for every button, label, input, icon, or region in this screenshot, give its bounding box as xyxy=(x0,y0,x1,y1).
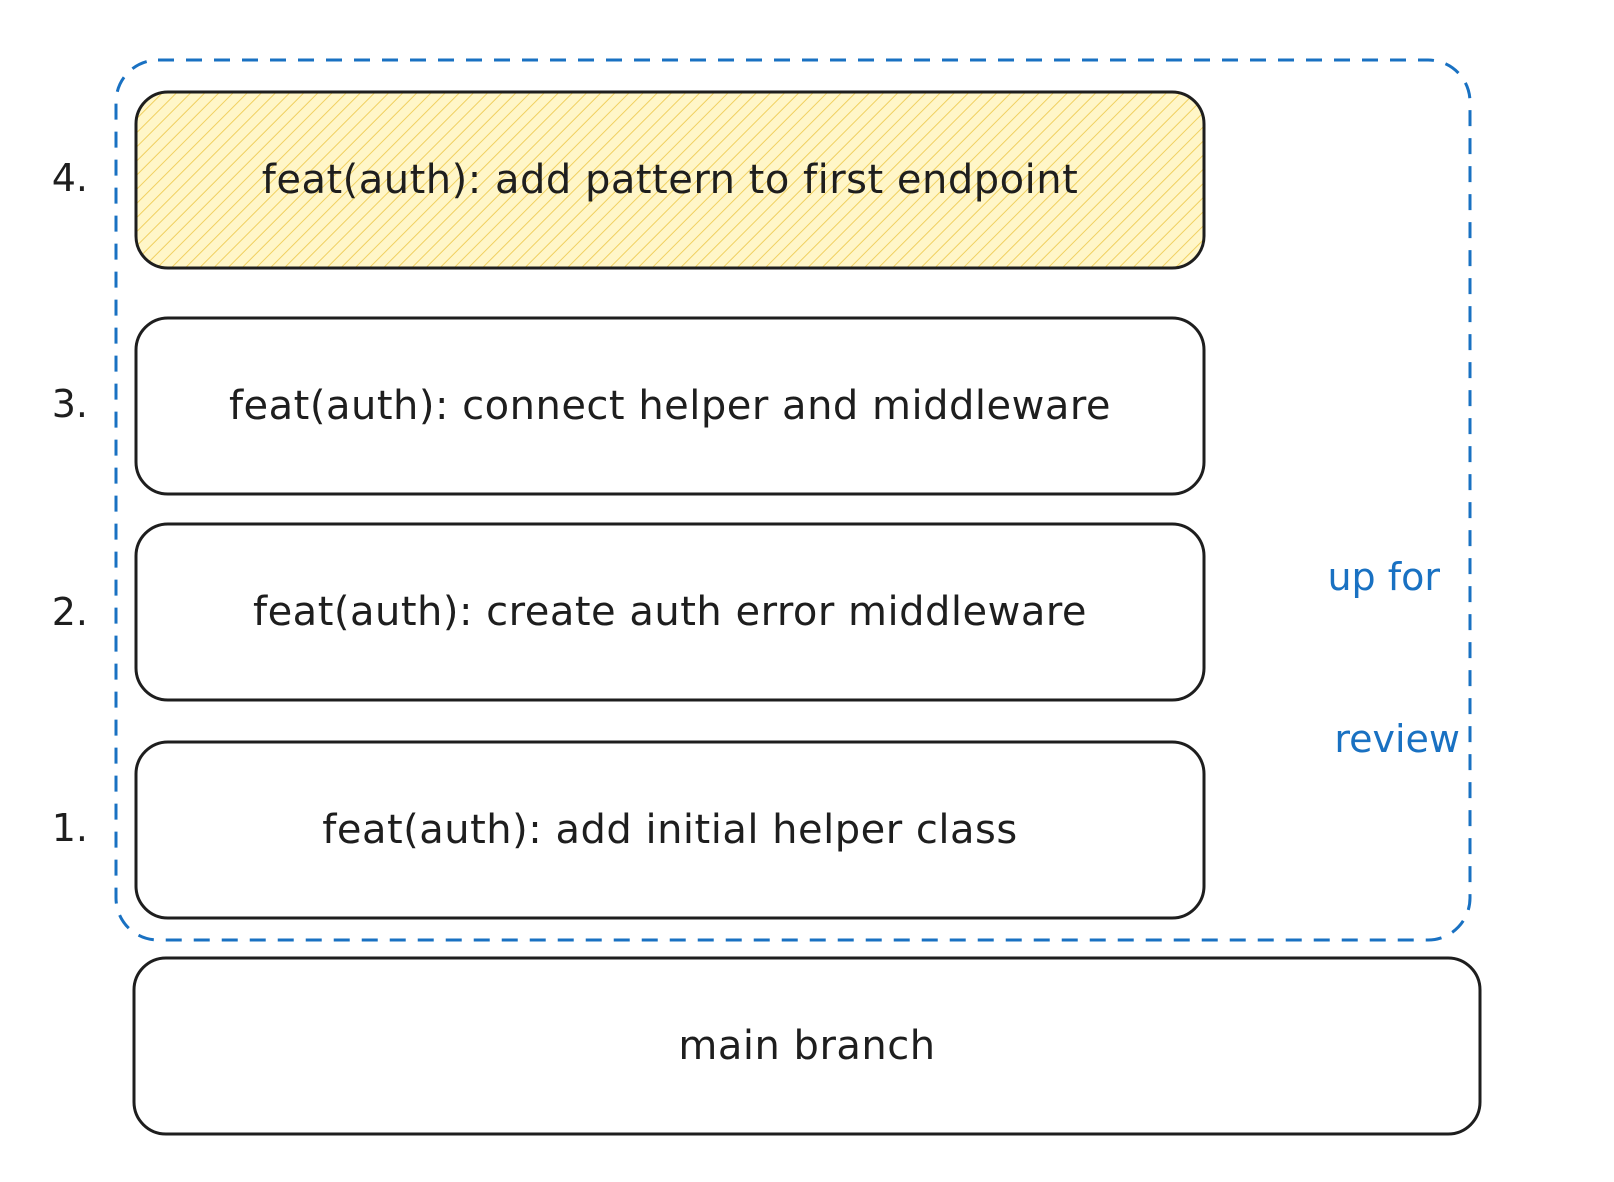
review-group-label-line2: review xyxy=(1334,717,1460,761)
commit-message-2: feat(auth): create auth error middleware xyxy=(252,589,1088,635)
commit-box-4-hatch xyxy=(136,92,1204,268)
commit-box-3 xyxy=(134,316,1206,496)
main-branch-box xyxy=(132,956,1482,1136)
commit-box-4-border xyxy=(134,90,1206,270)
commit-message-3: feat(auth): connect helper and middlewar… xyxy=(228,383,1112,429)
commit-message-4: feat(auth): add pattern to first endpoin… xyxy=(261,157,1079,203)
review-group-label-line1: up for xyxy=(1327,555,1440,599)
commit-message-1: feat(auth): add initial helper class xyxy=(322,807,1018,853)
commit-box-1 xyxy=(134,740,1206,920)
commit-box-2 xyxy=(134,522,1206,702)
commit-box-4 xyxy=(134,90,1206,270)
commit-number-3: 3. xyxy=(51,382,88,426)
main-branch-label: main branch xyxy=(678,1023,936,1069)
review-group-label: up for review xyxy=(1250,442,1460,874)
review-group-frame xyxy=(114,58,1472,942)
commit-number-2: 2. xyxy=(51,590,88,634)
commit-number-4: 4. xyxy=(51,156,88,200)
commit-number-1: 1. xyxy=(51,806,88,850)
